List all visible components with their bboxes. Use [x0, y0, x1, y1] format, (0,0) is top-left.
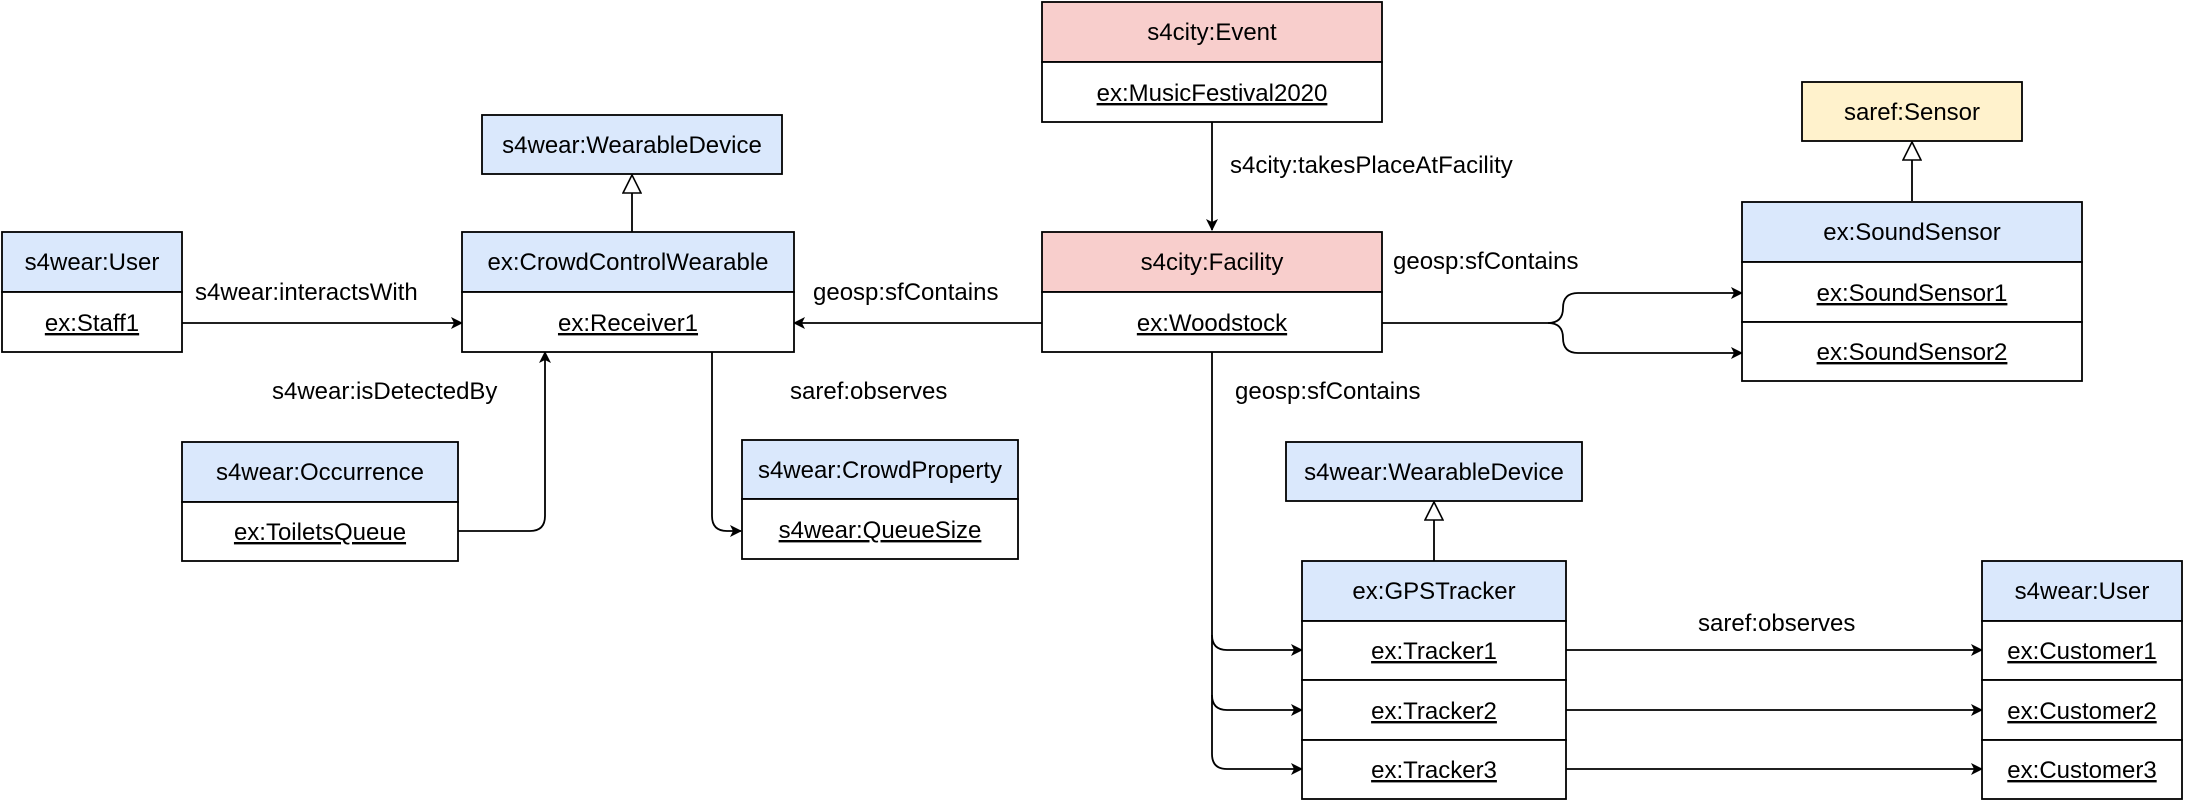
edge-is-detected-by: [458, 351, 551, 532]
occurrence-instance-label: ex:ToiletsQueue: [234, 519, 406, 546]
sound-sensor-instance-label-1: ex:SoundSensor1: [1817, 280, 2008, 307]
crowd-wearable-class-label: ex:CrowdControlWearable: [487, 249, 768, 276]
label-takes-place-at-facility: s4city:takesPlaceAtFacility: [1230, 152, 1513, 179]
user-right-class-header: [1981, 560, 2183, 622]
wearable-device-top-box: [481, 114, 783, 175]
sound-sensor-class-label: ex:SoundSensor: [1823, 219, 2000, 246]
user-right-instance-row-1: [1981, 620, 2183, 681]
edge-contains-sensors-2: [1547, 322, 1743, 359]
occurrence-class-header: [181, 441, 459, 503]
crowd-property-class-header: [741, 439, 1019, 500]
user-left-class-label: s4wear:User: [25, 249, 160, 276]
user-right-instance-label-2: ex:Customer2: [2007, 698, 2156, 725]
facility-class-header: [1041, 231, 1383, 293]
saref-sensor-node[interactable]: saref:Sensor: [1801, 81, 2023, 142]
label-observes-customers: saref:observes: [1698, 610, 1855, 637]
sound-sensor-instance-row-2: [1741, 321, 2083, 382]
user-right-instance-label-3: ex:Customer3: [2007, 757, 2156, 784]
occurrence-instance-row: [181, 501, 459, 562]
facility-class-label: s4city:Facility: [1141, 249, 1284, 276]
occurrence-node[interactable]: s4wear:Occurrence ex:ToiletsQueue: [181, 441, 459, 562]
occurrence-class-label: s4wear:Occurrence: [216, 459, 424, 486]
facility-instance-row: [1041, 291, 1383, 353]
sound-sensor-class-header: [1741, 201, 2083, 263]
gps-tracker-class-label: ex:GPSTracker: [1352, 578, 1515, 605]
gps-tracker-instance-row-1: [1301, 620, 1567, 681]
user-left-instance-label: ex:Staff1: [45, 310, 139, 337]
saref-sensor-label: saref:Sensor: [1844, 99, 1980, 126]
label-contains-receiver: geosp:sfContains: [813, 279, 998, 306]
gps-tracker-instance-row-2: [1301, 679, 1567, 741]
label-is-detected-by: s4wear:isDetectedBy: [272, 378, 497, 405]
wearable-device-top-label: s4wear:WearableDevice: [502, 132, 762, 159]
gps-tracker-node[interactable]: ex:GPSTracker ex:Tracker1 ex:Tracker2 ex…: [1301, 560, 1567, 800]
user-right-instance-label-1: ex:Customer1: [2007, 638, 2156, 665]
gps-tracker-instance-row-3: [1301, 739, 1567, 800]
crowd-property-instance-row: [741, 498, 1019, 560]
crowd-wearable-instance-row: [461, 291, 795, 353]
edge-contains-trackers-3: [1211, 695, 1303, 775]
event-class-label: s4city:Event: [1147, 19, 1277, 46]
sound-sensor-node[interactable]: ex:SoundSensor ex:SoundSensor1 ex:SoundS…: [1741, 201, 2083, 382]
sound-sensor-instance-label-2: ex:SoundSensor2: [1817, 339, 2008, 366]
sound-sensor-instance-row-1: [1741, 261, 2083, 323]
wearable-device-top-node[interactable]: s4wear:WearableDevice: [481, 114, 783, 175]
event-instance-label: ex:MusicFestival2020: [1097, 80, 1328, 107]
label-observes-queue: saref:observes: [790, 378, 947, 405]
edge-contains-trackers-2: [1211, 635, 1303, 716]
label-contains-trackers: geosp:sfContains: [1235, 378, 1420, 405]
gps-tracker-instance-label-3: ex:Tracker3: [1371, 757, 1497, 784]
crowd-property-class-label: s4wear:CrowdProperty: [758, 457, 1002, 484]
wearable-device-bottom-label: s4wear:WearableDevice: [1304, 459, 1564, 486]
event-class-header: [1041, 1, 1383, 63]
gps-tracker-class-header: [1301, 560, 1567, 622]
user-right-instance-row-3: [1981, 739, 2183, 800]
user-left-node[interactable]: s4wear:User ex:Staff1: [1, 231, 183, 353]
saref-sensor-box: [1801, 81, 2023, 142]
crowd-property-instance-label: s4wear:QueueSize: [779, 517, 982, 544]
label-interacts-with: s4wear:interactsWith: [195, 279, 418, 306]
event-instance-row: [1041, 61, 1383, 123]
facility-instance-label: ex:Woodstock: [1137, 310, 1288, 337]
facility-node[interactable]: s4city:Facility ex:Woodstock: [1041, 231, 1383, 353]
crowd-property-node[interactable]: s4wear:CrowdProperty s4wear:QueueSize: [741, 439, 1019, 560]
label-contains-sensors: geosp:sfContains: [1393, 248, 1578, 275]
edge-contains-sensors: [1382, 287, 1743, 324]
user-left-class-header: [1, 231, 183, 293]
wearable-device-bottom-box: [1285, 441, 1583, 502]
crowd-wearable-node[interactable]: ex:CrowdControlWearable ex:Receiver1: [461, 231, 795, 353]
user-right-class-label: s4wear:User: [2015, 578, 2150, 605]
crowd-wearable-class-header: [461, 231, 795, 293]
user-right-node[interactable]: s4wear:User ex:Customer1 ex:Customer2 ex…: [1981, 560, 2183, 800]
gps-tracker-instance-label-1: ex:Tracker1: [1371, 638, 1497, 665]
event-node[interactable]: s4city:Event ex:MusicFestival2020: [1041, 1, 1383, 123]
crowd-wearable-instance-label: ex:Receiver1: [558, 310, 698, 337]
user-left-instance-row: [1, 291, 183, 353]
wearable-device-bottom-node[interactable]: s4wear:WearableDevice: [1285, 441, 1583, 502]
edge-observes-queue: [711, 352, 742, 537]
gps-tracker-instance-label-2: ex:Tracker2: [1371, 698, 1497, 725]
